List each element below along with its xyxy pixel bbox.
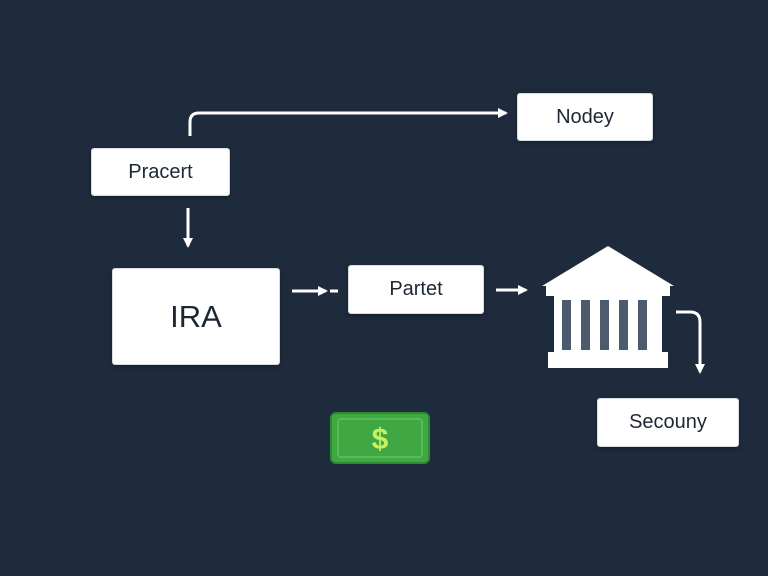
bank-column	[581, 300, 590, 350]
money-bill	[330, 412, 430, 464]
bank-building-icon	[542, 246, 674, 368]
node-ira-label: IRA	[170, 298, 222, 334]
money-symbol: $	[372, 423, 389, 456]
dollar-bill-icon: $	[330, 412, 430, 464]
node-pracert-label: Pracert	[128, 160, 193, 183]
bank-architrave	[546, 286, 670, 296]
node-partet-label: Partet	[389, 278, 443, 300]
node-pracert: Pracert	[91, 148, 230, 196]
bank-column	[638, 300, 647, 350]
node-secouny: Secouny	[597, 398, 739, 447]
arrow-pracert-to-nodey	[188, 108, 508, 136]
arrow-bank-to-secouny	[676, 310, 705, 374]
node-nodey: Nodey	[517, 93, 653, 141]
bank-base	[548, 352, 668, 368]
bank-column	[619, 300, 628, 350]
node-nodey-label: Nodey	[556, 105, 614, 128]
node-ira: IRA	[112, 268, 280, 365]
node-secouny-label: Secouny	[629, 411, 707, 433]
bank-column	[562, 300, 571, 350]
money-bill-inner	[337, 418, 423, 458]
bank-roof	[542, 246, 674, 286]
node-partet: Partet	[348, 265, 484, 314]
bank-column	[600, 300, 609, 350]
